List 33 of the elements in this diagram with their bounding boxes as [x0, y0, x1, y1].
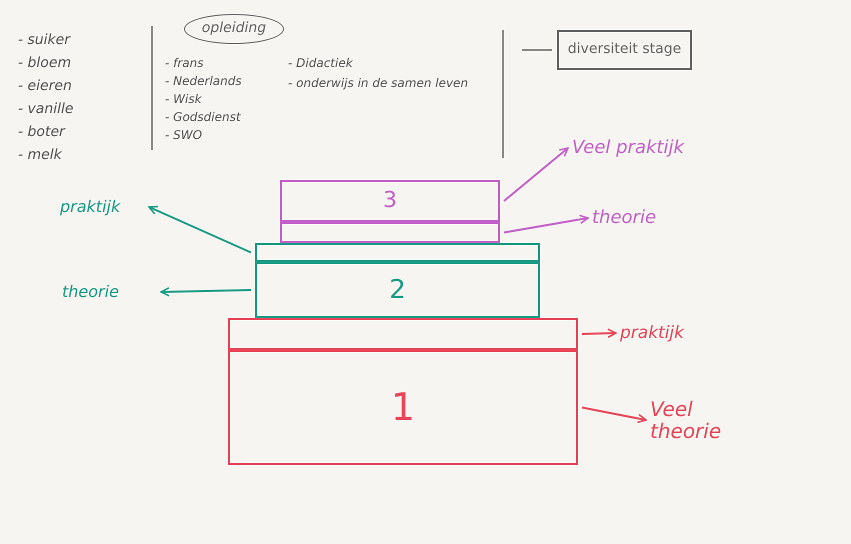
list-item: - bloem — [18, 55, 72, 71]
list-item: - Godsdienst — [165, 110, 241, 124]
arrow — [503, 147, 569, 202]
list-item: - Nederlands — [165, 74, 242, 88]
arrow — [582, 328, 617, 338]
layer-box: 2 — [255, 262, 540, 318]
handwritten-note: praktijk — [60, 192, 145, 222]
handwritten-note: praktijk — [620, 318, 720, 348]
circled-heading: opleiding — [184, 14, 284, 44]
layer-box: 1 — [228, 350, 578, 465]
layer-box: 3 — [280, 180, 500, 222]
layer-band — [255, 243, 540, 262]
list-item: - Wisk — [165, 92, 202, 106]
list-item: - frans — [165, 56, 204, 70]
arrow — [148, 206, 252, 254]
arrow — [160, 287, 252, 297]
layer-band — [280, 222, 500, 243]
handwritten-note: Veel praktijk — [572, 134, 722, 162]
list-item: - Didactiek — [288, 56, 353, 70]
list-item: - suiker — [18, 32, 70, 48]
handwritten-note: theorie — [62, 278, 157, 306]
arrow — [504, 214, 589, 234]
list-item: - boter — [18, 124, 65, 140]
list-item: - SWO — [165, 128, 202, 142]
handwritten-note: theorie — [592, 204, 682, 232]
handwritten-note: Veel theorie — [650, 392, 760, 448]
layer-box: diversiteit stage — [557, 30, 692, 70]
arrow — [582, 406, 647, 424]
list-item: - onderwijs in de samen leven — [288, 76, 468, 90]
list-item: - vanille — [18, 101, 74, 117]
list-item: - melk — [18, 147, 62, 163]
layer-band — [228, 318, 578, 350]
list-item: - eieren — [18, 78, 72, 94]
